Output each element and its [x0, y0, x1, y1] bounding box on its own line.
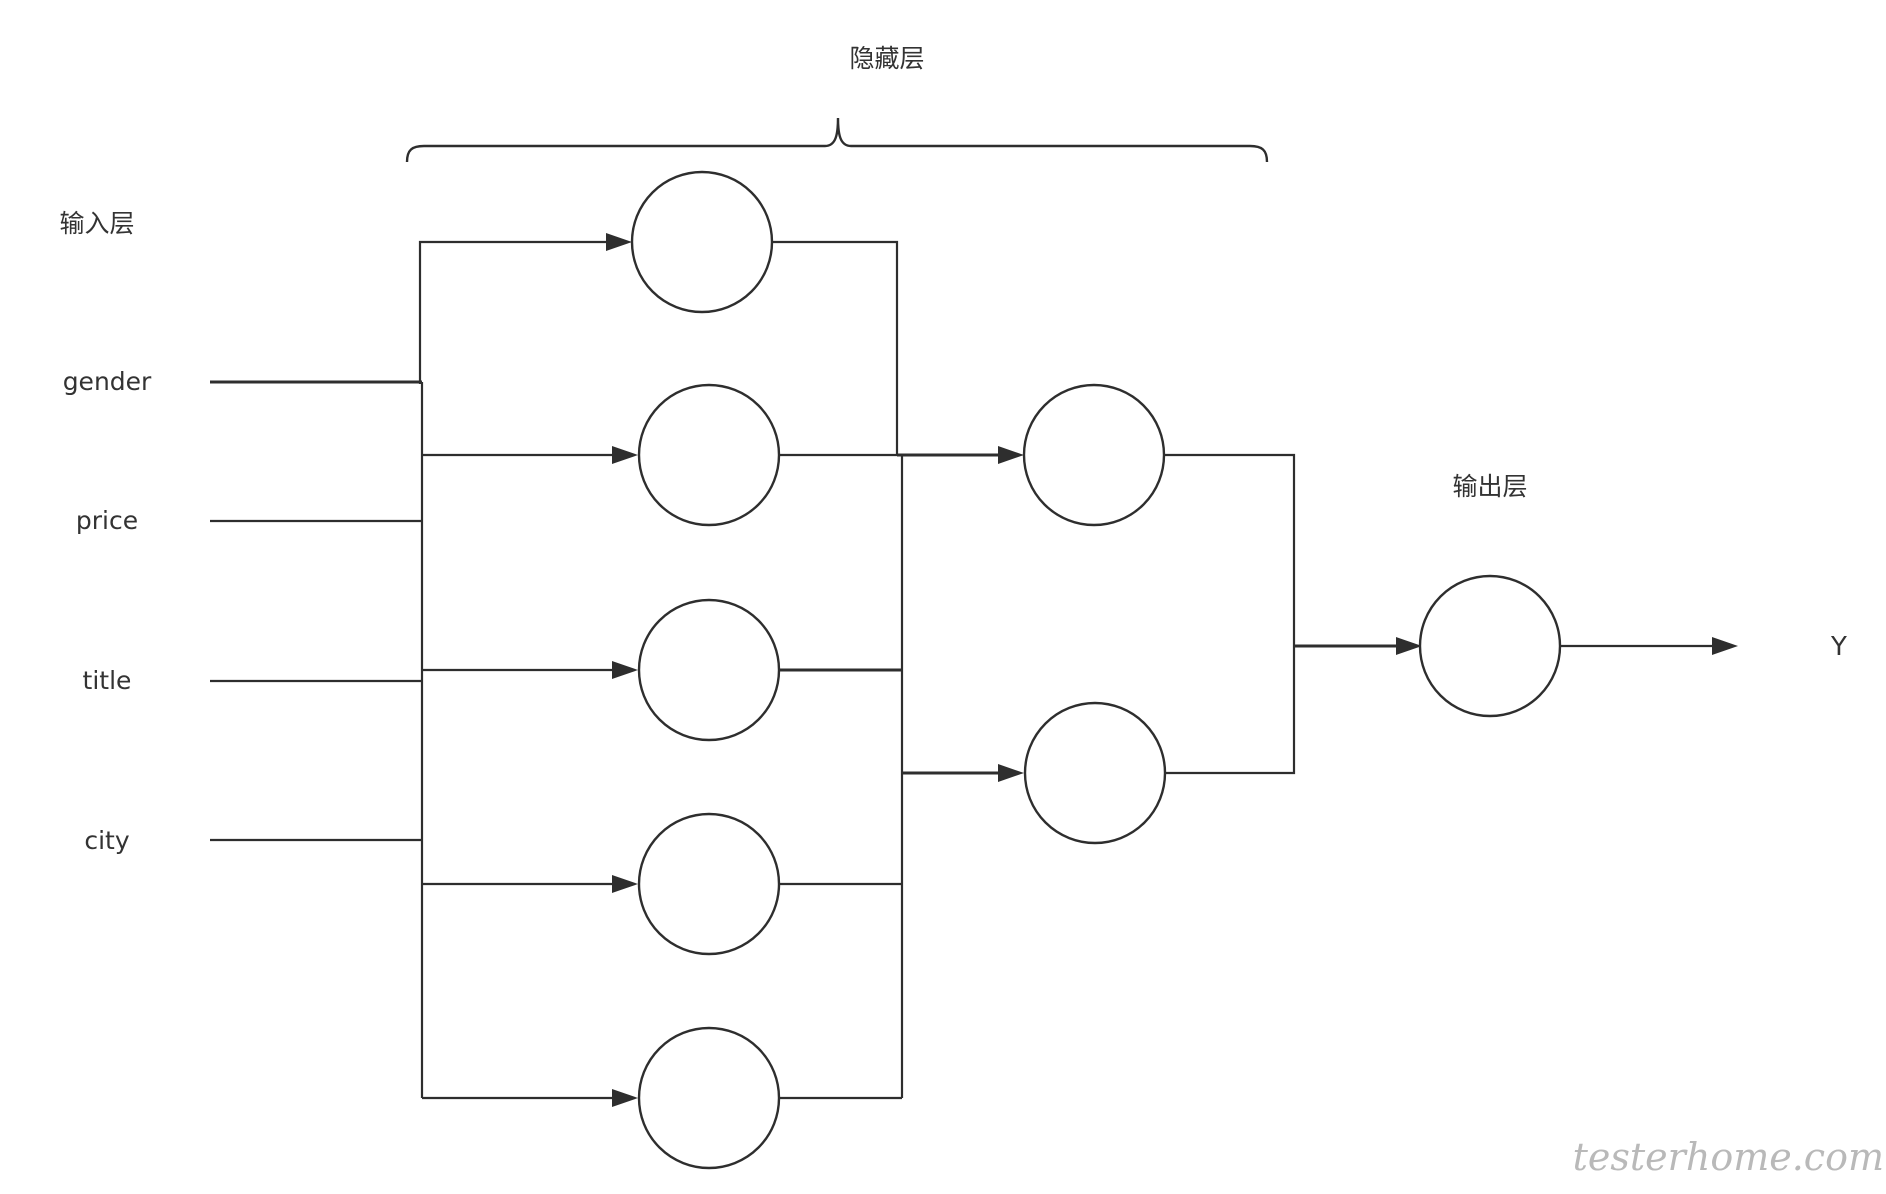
input-layer-label: 输入层: [59, 209, 134, 238]
hidden1-node-3: [637, 598, 781, 742]
arrowhead: [1396, 637, 1422, 655]
input-label-city: city: [84, 826, 129, 855]
hidden-layer-2: [1022, 383, 1167, 845]
hidden-layer-brace: [405, 117, 1269, 163]
hidden1-node-2: [637, 383, 781, 527]
arrowhead: [1712, 637, 1738, 655]
arrowhead: [606, 233, 632, 251]
output-node: [1418, 574, 1562, 718]
output-connection: [1560, 637, 1738, 655]
hidden1-node-1: [630, 170, 774, 314]
hidden2-node-2: [1023, 701, 1167, 845]
arrowhead: [612, 1089, 638, 1107]
input-label-title: title: [83, 666, 132, 695]
arrowhead: [998, 446, 1024, 464]
hidden1-input-arrows: [422, 233, 638, 1107]
watermark: testerhome.com: [1573, 1135, 1884, 1179]
output-layer-label: 输出层: [1452, 472, 1527, 501]
hidden1-node-5: [637, 1026, 781, 1170]
arrowhead: [998, 764, 1024, 782]
arrowhead: [612, 446, 638, 464]
output-label: Y: [1830, 632, 1847, 662]
hidden-layer-label: 隐藏层: [849, 44, 924, 73]
hidden2-input-arrows: [897, 446, 1024, 782]
input-label-gender: gender: [63, 367, 152, 396]
hidden1-output-connections: [772, 240, 904, 1100]
hidden2-output-connections: [1164, 453, 1422, 775]
hidden-layer-1: [630, 170, 781, 1170]
hidden1-node-4: [637, 812, 781, 956]
input-connections: [210, 240, 608, 1098]
input-label-price: price: [76, 506, 138, 535]
arrowhead: [612, 661, 638, 679]
hidden2-node-1: [1022, 383, 1166, 527]
arrowhead: [612, 875, 638, 893]
